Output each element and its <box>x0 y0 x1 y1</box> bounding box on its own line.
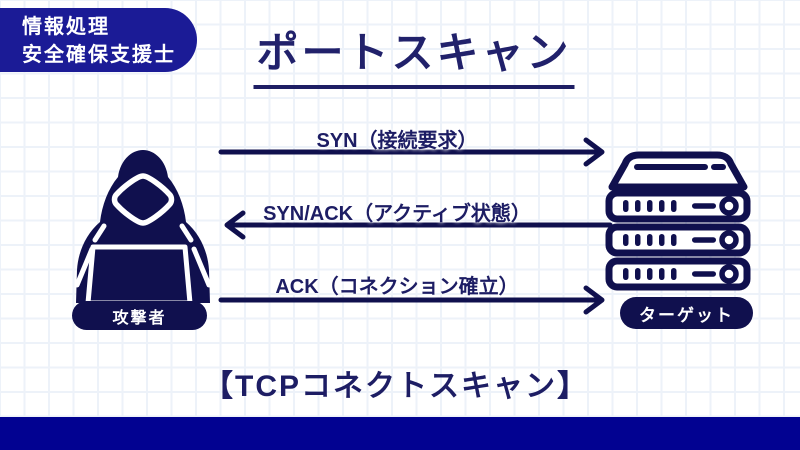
message-label-syn: SYN（接続要求） <box>316 130 478 152</box>
attacker-label: 攻撃者 <box>72 301 207 330</box>
page-title: ポートスキャン <box>253 19 575 89</box>
badge-line1: 情報処理 <box>22 16 110 38</box>
message-label-ack: ACK（コネクション確立） <box>275 276 519 298</box>
badge-line2: 安全確保支援士 <box>22 44 176 66</box>
certification-badge: 情報処理 安全確保支援士 <box>0 8 197 72</box>
message-label-syn-ack: SYN/ACK（アクティブ状態） <box>263 203 531 225</box>
scan-type-caption: 【TCPコネクトスキャン】 <box>203 370 589 403</box>
target-label: ターゲット <box>620 297 753 329</box>
server-icon <box>605 151 751 291</box>
bottom-bar <box>0 417 800 450</box>
hacker-icon <box>74 150 212 306</box>
